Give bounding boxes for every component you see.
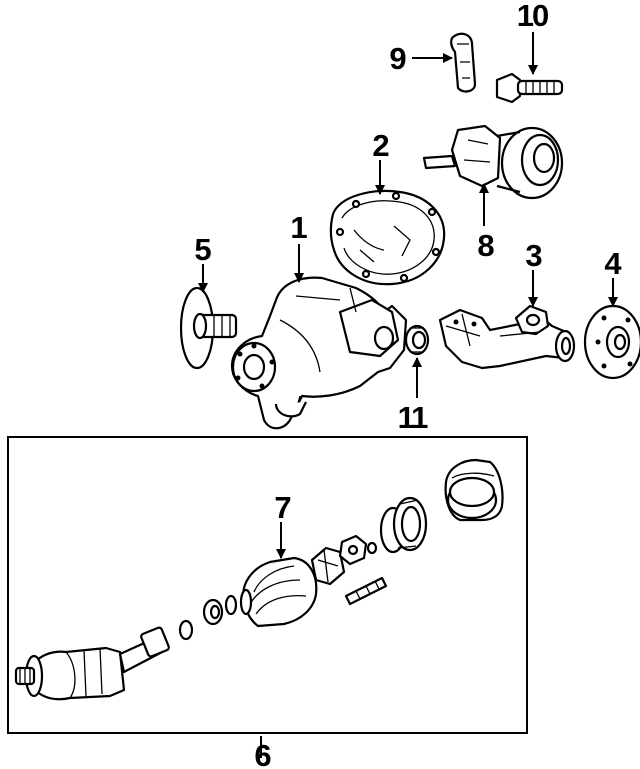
callout-7: 7 <box>274 490 290 525</box>
part-1-carrier <box>230 276 408 430</box>
part-6-axle-assembly-box <box>7 436 528 734</box>
callout-8: 8 <box>477 228 494 263</box>
callout-9: 9 <box>389 41 406 76</box>
callout-10: 10 <box>517 0 548 33</box>
part-4-hub-flange <box>583 304 640 380</box>
part-11-seal <box>404 324 430 356</box>
part-6-axle-shaft <box>14 594 238 701</box>
part-9-bracket <box>450 32 477 93</box>
callout-5: 5 <box>194 232 211 267</box>
callout-4: 4 <box>604 246 622 281</box>
callout-3: 3 <box>525 238 542 273</box>
inner-joint-parts <box>310 458 504 606</box>
callout-1: 1 <box>290 210 307 245</box>
callout-2: 2 <box>372 128 388 163</box>
part-10-bolt <box>495 72 564 104</box>
callout-6: 6 <box>254 738 271 769</box>
part-5-flange <box>179 286 238 370</box>
part-3-axle-tube <box>438 304 576 370</box>
callout-11: 11 <box>398 400 429 435</box>
part-2-cover <box>329 189 446 286</box>
part-8-vent-assembly <box>422 124 564 200</box>
part-7-boot <box>239 556 318 628</box>
